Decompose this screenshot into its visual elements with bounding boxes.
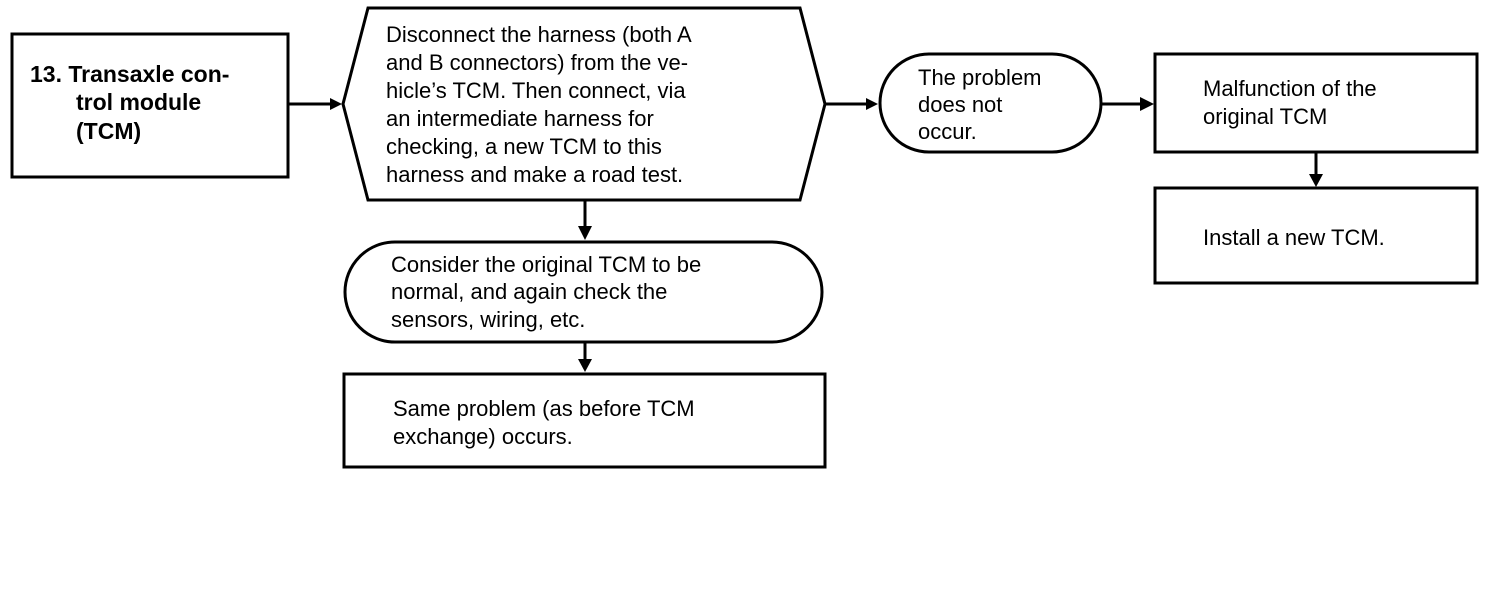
node-same-problem-line-1: exchange) occurs. (393, 424, 573, 449)
node-malfunction: Malfunction of the original TCM (1153, 52, 1479, 154)
edge-consider-to-same-problem (578, 342, 592, 372)
node-no-problem-line-2: occur. (918, 119, 977, 144)
node-disconnect-line-4: checking, a new TCM to this (386, 134, 662, 159)
node-same-problem-line-0: Same problem (as before TCM (393, 396, 695, 421)
edge-tcm-to-disconnect (288, 98, 342, 110)
node-disconnect-line-5: harness and make a road test. (386, 162, 683, 187)
node-consider-line-2: sensors, wiring, etc. (391, 307, 585, 332)
edge-disconnect-to-consider (578, 200, 592, 240)
node-malfunction-line-1: original TCM (1203, 104, 1327, 129)
node-tcm-line-0: 13. Transaxle con- (30, 61, 229, 87)
node-install: Install a new TCM. (1153, 186, 1479, 285)
node-tcm-line-2: (TCM) (76, 118, 141, 144)
node-disconnect-line-2: hicle’s TCM. Then connect, via (386, 78, 686, 103)
node-no-problem: The problem does not occur. (878, 52, 1103, 154)
node-disconnect-line-1: and B connectors) from the ve- (386, 50, 688, 75)
node-tcm-line-1: trol module (76, 89, 201, 115)
edge-malfunction-to-install (1309, 152, 1323, 187)
node-disconnect-line-3: an intermediate harness for (386, 106, 654, 131)
node-no-problem-line-0: The problem (918, 65, 1042, 90)
node-consider-line-0: Consider the original TCM to be (391, 252, 701, 277)
node-no-problem-line-1: does not (918, 92, 1002, 117)
node-malfunction-line-0: Malfunction of the (1203, 76, 1377, 101)
node-consider: Consider the original TCM to be normal, … (343, 240, 824, 344)
node-same-problem: Same problem (as before TCM exchange) oc… (342, 372, 827, 469)
node-disconnect-line-0: Disconnect the harness (both A (386, 22, 692, 47)
node-consider-line-1: normal, and again check the (391, 279, 667, 304)
edge-no-problem-to-malfunction (1101, 97, 1154, 111)
edge-disconnect-to-no-problem (825, 98, 878, 110)
node-install-line-0: Install a new TCM. (1203, 225, 1385, 250)
node-tcm: 13. Transaxle con- trol module (TCM) (10, 32, 290, 179)
node-disconnect: Disconnect the harness (both A and B con… (341, 6, 827, 202)
